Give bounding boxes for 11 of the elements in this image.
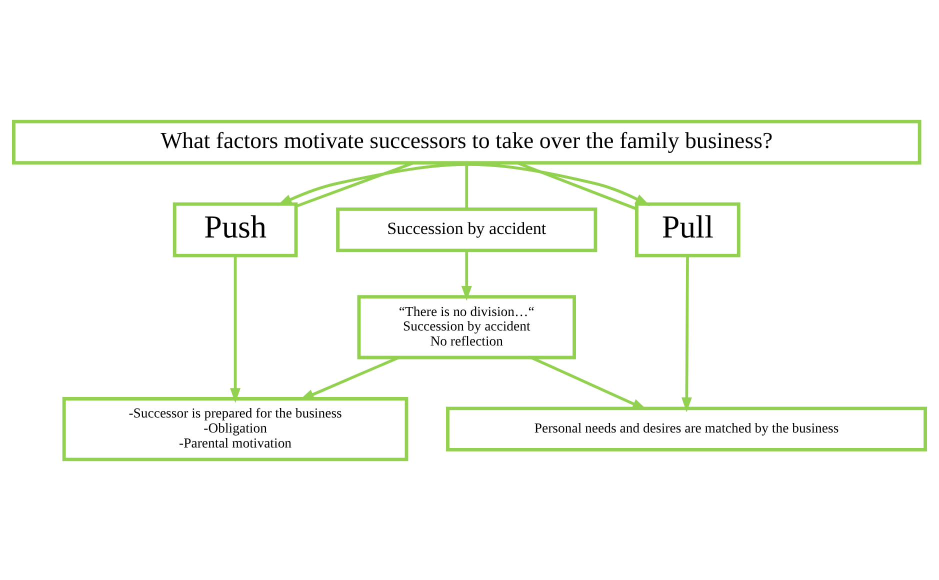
node-box: Personal needs and desires are matched by the business [446,406,928,451]
arrow [461,250,472,300]
arrow [277,162,650,206]
node-box: Push [172,202,298,257]
node-box: “There is no division…“ Succession by accident No reflection [357,294,576,359]
arrow [230,255,241,403]
node-box: -Successor is prepared for the business -Obligation -Parental motivation [62,396,408,461]
arrow [681,255,692,412]
node-box: What factors motivate successors to take over the family business? [12,119,922,164]
node-box: Pull [634,202,740,257]
node-box: Succession by accident [336,206,598,252]
